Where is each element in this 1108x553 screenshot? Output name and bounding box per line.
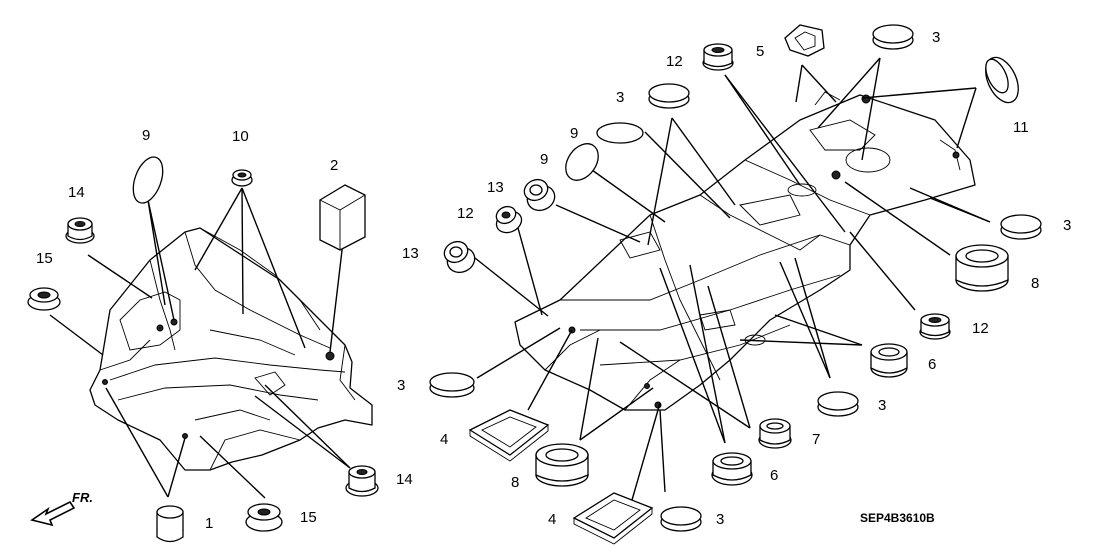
leader-lines (49, 57, 991, 501)
callout-10: 10 (232, 128, 249, 145)
part-6-grommet-b (711, 452, 753, 486)
callout-6: 6 (928, 356, 936, 373)
callout-12: 12 (457, 205, 474, 222)
part-14-grommet-top (65, 217, 95, 244)
part-9-seal-b (565, 143, 599, 181)
callout-15: 15 (300, 509, 317, 526)
floor-pan-structure (514, 91, 976, 411)
part-2-pad (319, 184, 366, 251)
part-1-cap-plug (156, 505, 184, 543)
callout-8: 8 (511, 474, 519, 491)
callout-14: 14 (396, 471, 413, 488)
part-4-pad-a (468, 409, 550, 462)
part-7-grommet (758, 418, 792, 449)
part-6-grommet-a (870, 343, 908, 378)
callout-9: 9 (540, 151, 548, 168)
direction-label: FR. (72, 490, 93, 505)
callout-numbers: 1 2 3 3 3 3 3 3 4 4 5 6 6 7 8 8 9 9 9 10… (36, 29, 1071, 532)
callout-14: 14 (68, 184, 85, 201)
callout-9: 9 (142, 127, 150, 144)
callout-1: 1 (205, 515, 213, 532)
part-12-grommet-b (495, 205, 523, 234)
callout-8: 8 (1031, 275, 1039, 292)
callout-2: 2 (330, 157, 338, 174)
part-3-cap-b (648, 83, 690, 109)
callout-5: 5 (756, 43, 764, 60)
callout-4: 4 (440, 431, 448, 448)
part-9-seal-left (132, 156, 164, 204)
callout-6: 6 (770, 467, 778, 484)
part-5-clip (784, 24, 825, 57)
callout-7: 7 (812, 431, 820, 448)
callout-3: 3 (932, 29, 940, 46)
callout-13: 13 (402, 245, 419, 262)
part-8-large-grommet-b (535, 443, 589, 487)
part-15-grommet-top (27, 287, 61, 311)
callout-12: 12 (666, 53, 683, 70)
callout-9: 9 (570, 125, 578, 142)
part-3-cap-f (660, 506, 702, 532)
callout-13: 13 (487, 179, 504, 196)
callout-3: 3 (716, 511, 724, 528)
callout-4: 4 (548, 511, 556, 528)
part-12-grommet-c (919, 313, 951, 340)
part-4-pad-b (572, 492, 654, 545)
part-3-cap-d (429, 372, 475, 398)
callout-12: 12 (972, 320, 989, 337)
callout-15: 15 (36, 250, 53, 267)
callout-3: 3 (616, 89, 624, 106)
part-3-cap-a (872, 24, 914, 50)
front-direction-arrow-icon (30, 500, 76, 527)
callout-3: 3 (1063, 217, 1071, 234)
callout-3: 3 (397, 377, 405, 394)
parts (27, 24, 1042, 545)
part-13-grommet-b (443, 240, 476, 274)
diagram-code: SEP4B3610B (860, 511, 935, 525)
callout-3: 3 (878, 397, 886, 414)
part-10-grommet (231, 169, 253, 187)
callout-11: 11 (1013, 119, 1029, 136)
part-12-grommet-a (702, 43, 734, 71)
part-9-seal-a (596, 122, 644, 144)
part-15-grommet-bottom (245, 503, 283, 532)
part-3-cap-e (817, 391, 859, 417)
part-14-grommet-bottom (345, 465, 379, 497)
part-3-cap-c (1000, 214, 1042, 240)
part-8-large-grommet-a (955, 244, 1009, 292)
part-11-ring (985, 56, 1019, 104)
part-13-grommet-a (523, 178, 556, 212)
